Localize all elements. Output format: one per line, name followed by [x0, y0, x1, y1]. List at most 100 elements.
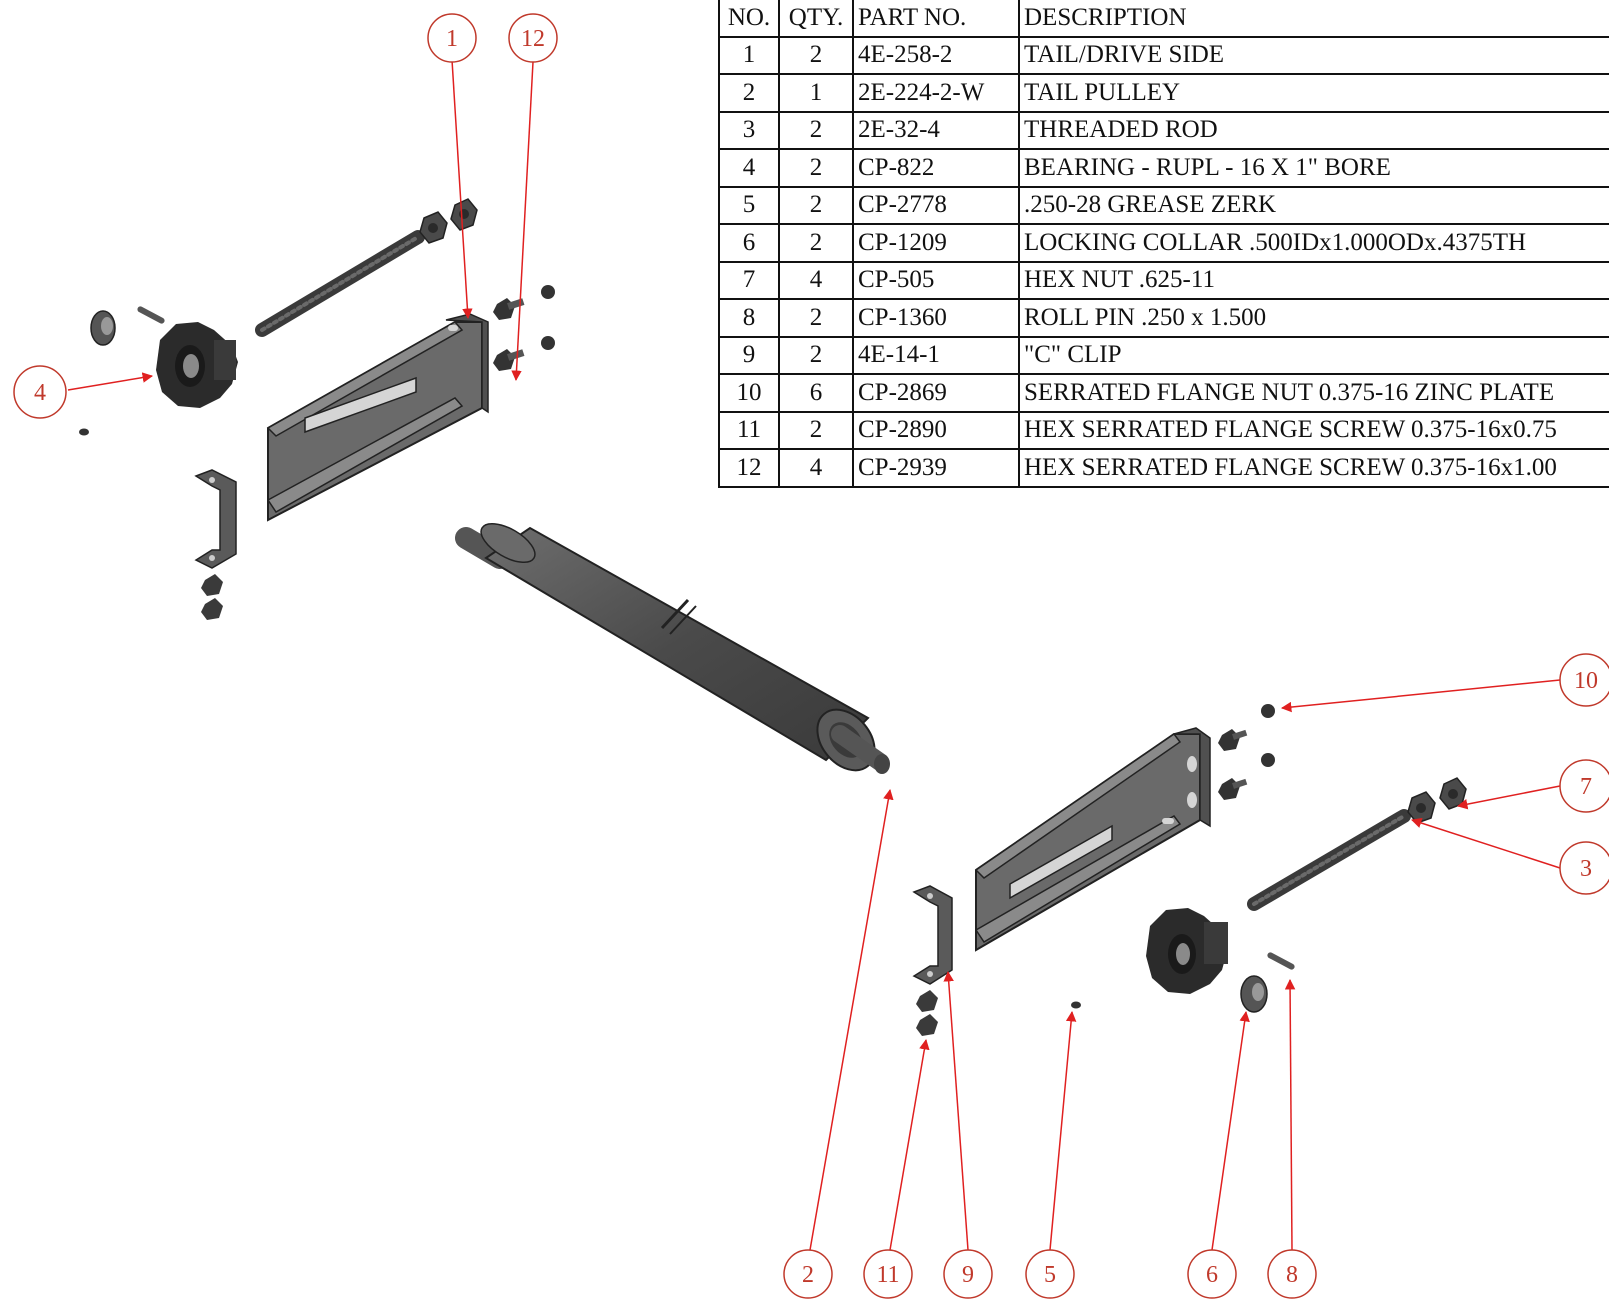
- flange-nut-upper-b: [541, 336, 555, 350]
- callout-12: 12: [508, 13, 558, 63]
- bom-cell-qty: 2: [778, 185, 854, 225]
- callout-10: 10: [1559, 653, 1609, 707]
- grease-zerk-lower: [1071, 1001, 1081, 1009]
- lower-right-subassembly: [912, 704, 1467, 1036]
- tail-pulley: [455, 522, 890, 774]
- bom-cell-description: TAIL PULLEY: [1018, 73, 1609, 113]
- flange-screw-lower-a: [1218, 729, 1248, 751]
- bom-cell-part-no: CP-2939: [852, 448, 1020, 488]
- callout-5: 5: [1025, 1249, 1075, 1299]
- svg-text:9: 9: [962, 1262, 974, 1288]
- bom-cell-qty: 2: [778, 410, 854, 450]
- flange-nut-lower-a: [1261, 704, 1275, 718]
- bom-cell-no: 7: [718, 260, 780, 300]
- bom-cell-description: HEX NUT .625-11: [1018, 260, 1609, 300]
- bom-cell-qty: 2: [778, 223, 854, 263]
- bom-cell-part-no: CP-1209: [852, 223, 1020, 263]
- upper-left-subassembly: [79, 198, 555, 620]
- svg-text:5: 5: [1044, 1262, 1056, 1288]
- bom-cell-qty: 2: [778, 148, 854, 188]
- bom-cell-qty: 4: [778, 260, 854, 300]
- svg-text:2: 2: [802, 1262, 814, 1288]
- hex-nut-upper-a: [419, 211, 448, 244]
- hex-nut-upper-b: [450, 198, 478, 231]
- svg-text:1: 1: [446, 26, 458, 52]
- bom-cell-qty: 2: [778, 35, 854, 75]
- bearing-lower: [1146, 908, 1228, 994]
- flange-nut-upper-a: [541, 285, 555, 299]
- bom-header-no: NO.: [718, 0, 780, 38]
- svg-text:12: 12: [521, 26, 545, 52]
- bom-cell-no: 8: [718, 298, 780, 338]
- bom-cell-description: SERRATED FLANGE NUT 0.375-16 ZINC PLATE: [1018, 373, 1609, 413]
- callout-11: 11: [863, 1249, 913, 1299]
- bom-cell-part-no: 4E-14-1: [852, 335, 1020, 375]
- bom-cell-no: 6: [718, 223, 780, 263]
- bom-cell-no: 2: [718, 73, 780, 113]
- bom-cell-part-no: CP-822: [852, 148, 1020, 188]
- bom-cell-no: 9: [718, 335, 780, 375]
- callout-3: 3: [1559, 841, 1609, 895]
- leader-lines: [67, 59, 1561, 1251]
- bom-cell-qty: 2: [778, 298, 854, 338]
- bom-cell-description: LOCKING COLLAR .500IDx1.000ODx.4375TH: [1018, 223, 1609, 263]
- callout-2: 2: [783, 1249, 833, 1299]
- bom-header-row: NO. QTY. PART NO. DESCRIPTION: [718, 0, 1609, 38]
- bom-cell-part-no: CP-505: [852, 260, 1020, 300]
- callout-1: 1: [427, 13, 477, 63]
- bom-cell-no: 4: [718, 148, 780, 188]
- bom-cell-part-no: CP-2778: [852, 185, 1020, 225]
- flange-screw-upper-b: [493, 349, 525, 371]
- svg-text:8: 8: [1286, 1262, 1298, 1288]
- c-clip-upper: [194, 469, 237, 569]
- threaded-rod-lower: [1247, 809, 1411, 911]
- svg-text:10: 10: [1574, 668, 1598, 694]
- bom-cell-description: ROLL PIN .250 x 1.500: [1018, 298, 1609, 338]
- locking-collar-lower: [1240, 975, 1268, 1013]
- bom-cell-qty: 2: [778, 110, 854, 150]
- bom-cell-description: HEX SERRATED FLANGE SCREW 0.375-16x1.00: [1018, 448, 1609, 488]
- bom-cell-no: 1: [718, 35, 780, 75]
- callout-7: 7: [1559, 759, 1609, 813]
- svg-text:3: 3: [1580, 856, 1592, 882]
- svg-text:6: 6: [1206, 1262, 1218, 1288]
- bom-cell-description: TAIL/DRIVE SIDE: [1018, 35, 1609, 75]
- bom-header-qty: QTY.: [778, 0, 854, 38]
- bom-cell-qty: 1: [778, 73, 854, 113]
- callout-8: 8: [1267, 1249, 1317, 1299]
- roll-pin-upper: [137, 306, 165, 324]
- bom-cell-no: 11: [718, 410, 780, 450]
- bom-cell-part-no: 2E-32-4: [852, 110, 1020, 150]
- bom-cell-part-no: 2E-224-2-W: [852, 73, 1020, 113]
- flange-nut-lower-b: [1261, 753, 1275, 767]
- bom-cell-description: HEX SERRATED FLANGE SCREW 0.375-16x0.75: [1018, 410, 1609, 450]
- bom-cell-no: 3: [718, 110, 780, 150]
- bom-header-description: DESCRIPTION: [1018, 0, 1609, 38]
- roll-pin-lower: [1267, 952, 1295, 970]
- flange-screw-upper-c: [201, 574, 223, 620]
- bom-cell-no: 10: [718, 373, 780, 413]
- callout-4: 4: [13, 365, 67, 419]
- hex-nut-lower-b: [1439, 777, 1467, 810]
- hex-nut-lower-a: [1407, 791, 1436, 824]
- bom-cell-no: 12: [718, 448, 780, 488]
- svg-text:11: 11: [876, 1262, 899, 1288]
- svg-text:4: 4: [34, 380, 46, 406]
- bom-header-part-no: PART NO.: [852, 0, 1020, 38]
- svg-text:7: 7: [1580, 774, 1592, 800]
- locking-collar-upper: [90, 310, 116, 346]
- grease-zerk-upper: [79, 428, 89, 436]
